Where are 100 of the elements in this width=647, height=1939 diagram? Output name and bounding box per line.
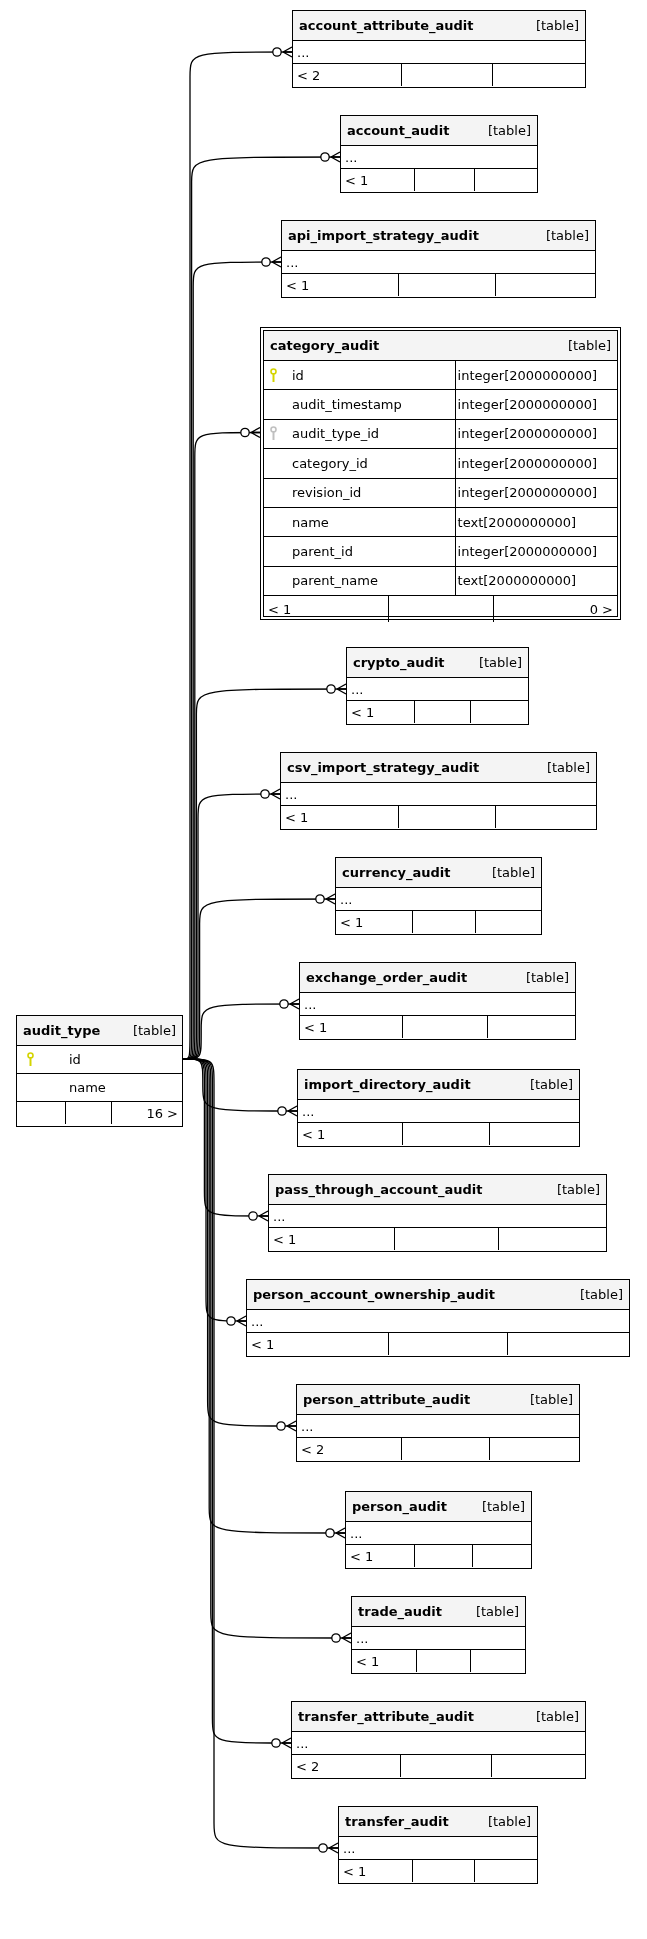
table-name: account_audit <box>347 123 450 138</box>
row-count: < 2 <box>296 1758 320 1774</box>
more-columns-ellipsis: ... <box>351 681 364 697</box>
table-name: transfer_attribute_audit <box>298 1709 474 1724</box>
table-box <box>340 115 538 193</box>
more-columns-ellipsis: ... <box>301 1418 314 1434</box>
table-box <box>280 752 597 830</box>
column-name: audit_timestamp <box>292 397 402 413</box>
column-name: name <box>292 514 329 530</box>
table-type: [table] <box>487 123 531 138</box>
more-columns-ellipsis: ... <box>251 1313 264 1329</box>
more-columns-ellipsis: ... <box>302 1103 315 1119</box>
column-type: text[2000000000] <box>457 573 577 589</box>
table-type: [table] <box>579 1287 623 1302</box>
row-count: < 1 <box>345 172 369 188</box>
table-type: [table] <box>491 865 535 880</box>
table-box <box>260 327 621 620</box>
table-name: import_directory_audit <box>304 1077 471 1092</box>
more-columns-ellipsis: ... <box>343 1840 356 1856</box>
table-type: [table] <box>545 228 589 243</box>
table-box <box>335 857 542 935</box>
table-name: trade_audit <box>358 1604 443 1619</box>
table-name: account_attribute_audit <box>299 18 474 33</box>
row-count: < 2 <box>301 1441 325 1457</box>
row-count: < 2 <box>297 67 321 83</box>
table-type: [table] <box>546 760 590 775</box>
table-type: [table] <box>556 1182 600 1197</box>
column-name: revision_id <box>292 485 362 501</box>
row-count: < 1 <box>251 1336 275 1352</box>
row-count: < 1 <box>351 704 375 720</box>
table-name: person_audit <box>352 1499 447 1514</box>
row-count: < 1 <box>302 1126 326 1142</box>
table-type: [table] <box>487 1814 531 1829</box>
table-box <box>296 1384 580 1462</box>
more-columns-ellipsis: ... <box>296 1735 309 1751</box>
table-name: crypto_audit <box>353 655 445 670</box>
column-name: audit_type_id <box>292 426 380 442</box>
more-columns-ellipsis: ... <box>297 44 310 60</box>
row-count: < 1 <box>268 601 292 617</box>
table-name: pass_through_account_audit <box>275 1182 483 1197</box>
more-columns-ellipsis: ... <box>286 254 299 270</box>
column-type: text[2000000000] <box>457 514 577 530</box>
column-name: parent_id <box>292 544 353 560</box>
column-type: integer[2000000000] <box>457 367 597 383</box>
column-name: id <box>292 367 304 383</box>
table-type: [table] <box>475 1604 519 1619</box>
more-columns-ellipsis: ... <box>356 1630 369 1646</box>
table-box <box>291 1701 586 1779</box>
table-box <box>292 10 586 88</box>
column-type: integer[2000000000] <box>457 397 597 413</box>
table-type: [table] <box>525 970 569 985</box>
row-count: < 1 <box>304 1019 328 1035</box>
column-type: integer[2000000000] <box>457 426 597 442</box>
column-name: category_id <box>292 455 368 471</box>
table-name: currency_audit <box>342 865 451 880</box>
table-type: [table] <box>481 1499 525 1514</box>
column-type: integer[2000000000] <box>457 455 597 471</box>
row-count: < 1 <box>286 277 310 293</box>
table-name: transfer_audit <box>345 1814 449 1829</box>
row-count: < 1 <box>343 1863 367 1879</box>
row-count: 0 > <box>589 601 613 617</box>
column-name: parent_name <box>292 573 378 589</box>
more-columns-ellipsis: ... <box>345 149 358 165</box>
table-type: [table] <box>478 655 522 670</box>
row-count: < 1 <box>273 1231 297 1247</box>
table-type: [table] <box>535 1709 579 1724</box>
table-box <box>268 1174 607 1252</box>
table-name: person_attribute_audit <box>303 1392 471 1407</box>
table-name: category_audit <box>270 338 380 353</box>
table-name: csv_import_strategy_audit <box>287 760 480 775</box>
table-box <box>246 1279 630 1357</box>
column-type: integer[2000000000] <box>457 485 597 501</box>
table-box <box>16 1015 183 1127</box>
table-name: audit_type <box>23 1023 101 1038</box>
column-type: integer[2000000000] <box>457 544 597 560</box>
table-box <box>346 647 529 725</box>
row-count: < 1 <box>356 1653 380 1669</box>
table-box <box>299 962 576 1040</box>
table-type: [table] <box>535 18 579 33</box>
more-columns-ellipsis: ... <box>340 891 353 907</box>
table-type: [table] <box>529 1077 573 1092</box>
row-count: < 1 <box>350 1548 374 1564</box>
more-columns-ellipsis: ... <box>350 1525 363 1541</box>
column-name: name <box>69 1080 106 1095</box>
table-box <box>338 1806 538 1884</box>
table-name: person_account_ownership_audit <box>253 1287 495 1302</box>
more-columns-ellipsis: ... <box>304 996 317 1012</box>
table-box <box>281 220 596 298</box>
row-count: < 1 <box>285 809 309 825</box>
more-columns-ellipsis: ... <box>285 786 298 802</box>
row-count: 16 > <box>146 1105 178 1121</box>
table-box <box>345 1491 532 1569</box>
table-name: exchange_order_audit <box>306 970 468 985</box>
table-type: [table] <box>132 1023 176 1038</box>
column-name: id <box>69 1052 81 1067</box>
table-name: api_import_strategy_audit <box>288 228 479 243</box>
table-type: [table] <box>567 338 611 353</box>
more-columns-ellipsis: ... <box>273 1208 286 1224</box>
table-type: [table] <box>529 1392 573 1407</box>
row-count: < 1 <box>340 914 364 930</box>
